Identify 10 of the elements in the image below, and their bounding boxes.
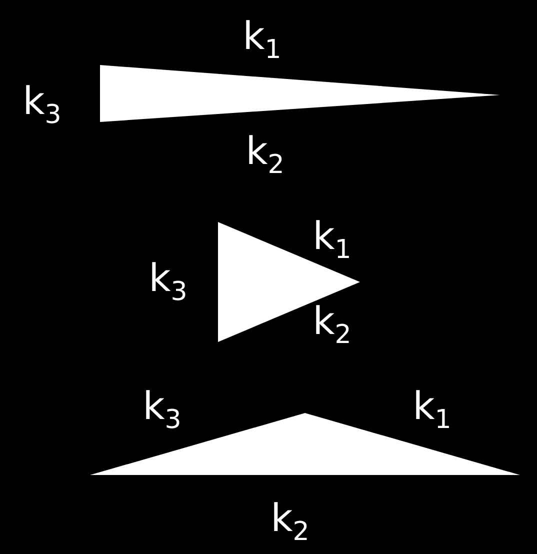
- triangle: [218, 222, 360, 342]
- side-label: k$_{2}$: [270, 499, 310, 545]
- side-label: k$_{3}$: [22, 82, 62, 128]
- side-label: k$_{2}$: [312, 302, 352, 348]
- side-label: k$_{3}$: [148, 259, 188, 305]
- side-label: k$_{2}$: [246, 132, 284, 178]
- side-label: k$_{1}$: [412, 387, 452, 433]
- side-label: k$_{3}$: [142, 387, 182, 433]
- side-label: k$_{1}$: [242, 17, 282, 63]
- side-label: k$_{1}$: [312, 217, 352, 263]
